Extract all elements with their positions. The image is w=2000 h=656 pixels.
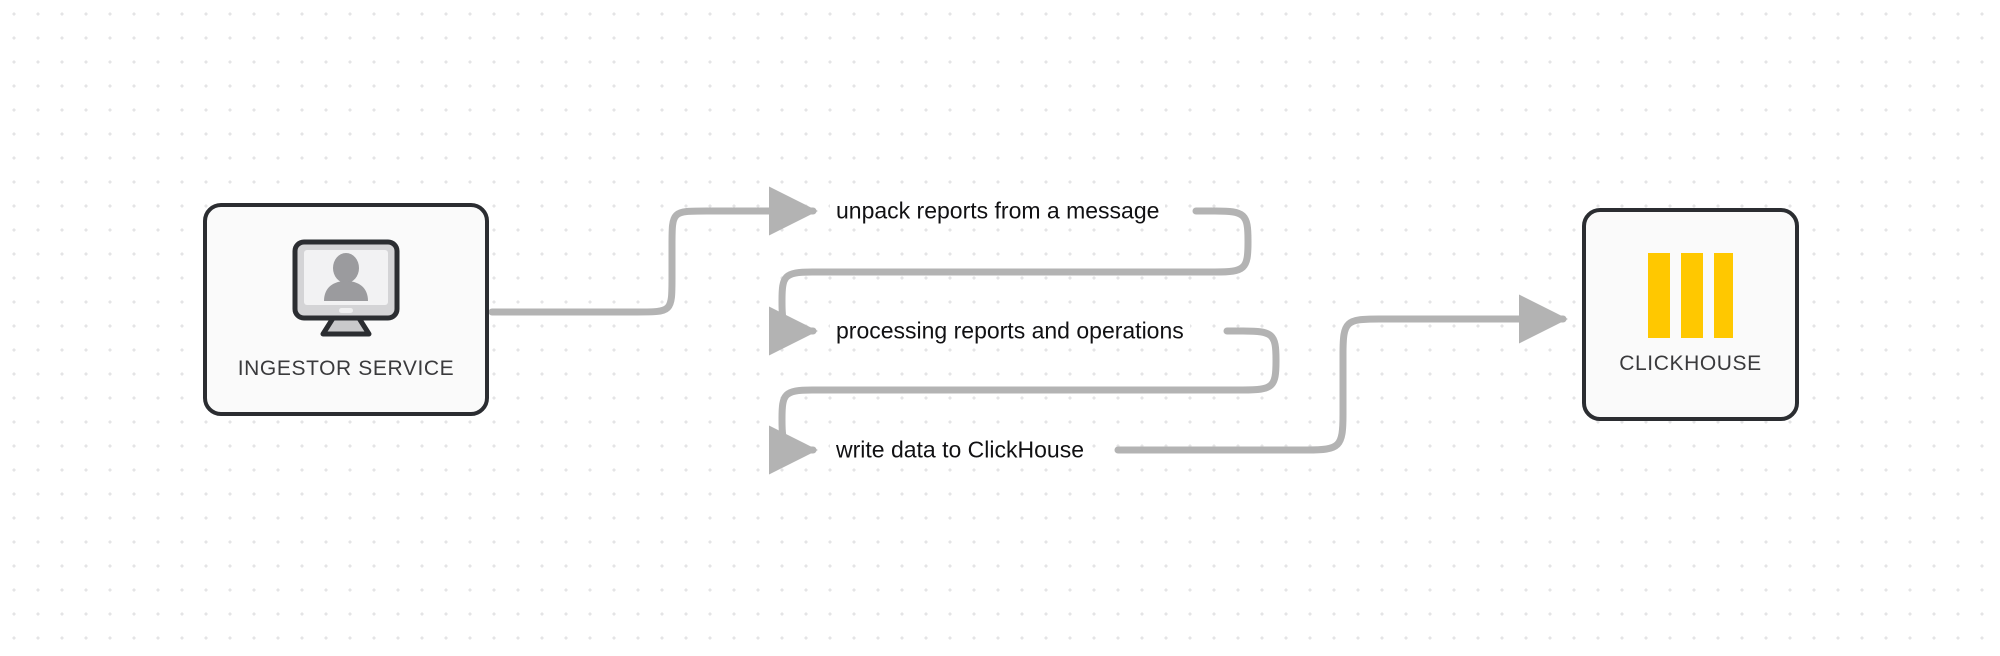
node-ingestor-label: INGESTOR SERVICE bbox=[237, 356, 455, 380]
node-ingestor-service[interactable]: INGESTOR SERVICE bbox=[203, 203, 489, 416]
node-clickhouse[interactable]: CLICKHOUSE bbox=[1582, 208, 1799, 421]
edge-label-write-data: write data to ClickHouse bbox=[830, 438, 1090, 462]
desktop-monitor-user-icon bbox=[291, 239, 401, 341]
edge-path-write-to-clickhouse bbox=[1114, 294, 1568, 454]
edge-path-ingestor-to-unpack bbox=[488, 186, 818, 316]
edge-path-processing-to-write bbox=[768, 386, 822, 475]
edge-path-unpack-return bbox=[814, 207, 1252, 276]
edge-path-processing-return bbox=[814, 327, 1280, 394]
clickhouse-bars-icon bbox=[1643, 253, 1738, 338]
node-clickhouse-label: CLICKHOUSE bbox=[1619, 352, 1762, 375]
edge-label-processing-reports: processing reports and operations bbox=[830, 319, 1190, 343]
edge-label-unpack-reports: unpack reports from a message bbox=[830, 199, 1166, 223]
edge-path-unpack-to-processing bbox=[768, 268, 822, 356]
